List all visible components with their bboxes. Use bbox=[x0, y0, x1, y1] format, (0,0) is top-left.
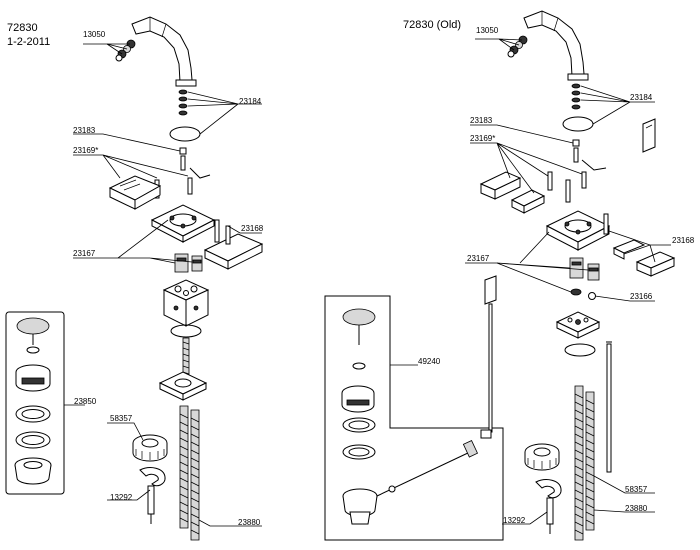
left-label-23167: 23167 bbox=[73, 249, 96, 258]
right-mounting-nut bbox=[524, 443, 560, 471]
right-label-23166: 23166 bbox=[630, 292, 653, 301]
left-label-23168: 23168 bbox=[241, 224, 264, 233]
left-aerator-parts bbox=[115, 39, 136, 62]
right-spout bbox=[523, 10, 589, 81]
right-label-13050: 13050 bbox=[476, 26, 499, 35]
right-supply-hoses bbox=[574, 385, 595, 541]
right-mounting-plate bbox=[545, 210, 611, 251]
left-handle-module-right bbox=[203, 219, 264, 270]
right-label-23167: 23167 bbox=[467, 254, 490, 263]
left-label-23183: 23183 bbox=[73, 126, 96, 135]
right-label-23184: 23184 bbox=[630, 93, 653, 102]
right-label-58357: 58357 bbox=[625, 485, 648, 494]
left-faucet-assembly bbox=[5, 16, 264, 541]
left-screws bbox=[154, 147, 211, 199]
left-mounting-nut bbox=[132, 434, 168, 462]
right-label-23880: 23880 bbox=[625, 504, 648, 513]
left-nut-plate bbox=[158, 371, 208, 401]
right-model-number: 72830 (Old) bbox=[403, 19, 462, 31]
right-label-23183: 23183 bbox=[470, 116, 493, 125]
right-o-rings bbox=[562, 83, 594, 132]
right-handle-module-left bbox=[479, 171, 546, 214]
right-faucet-assembly bbox=[324, 10, 676, 541]
right-label-23168: 23168 bbox=[672, 236, 695, 245]
right-label-23169: 23169* bbox=[470, 134, 496, 143]
right-gasket bbox=[564, 343, 596, 357]
left-spanner-tool bbox=[139, 467, 166, 524]
left-handle-module bbox=[108, 175, 162, 210]
right-drain-inset bbox=[324, 275, 504, 541]
left-label-13292: 13292 bbox=[110, 493, 133, 502]
left-cartridges bbox=[174, 253, 203, 273]
left-label-23850: 23850 bbox=[74, 397, 97, 406]
right-spanner-tool bbox=[535, 479, 562, 534]
right-leader-lines bbox=[390, 38, 671, 525]
left-valve-body bbox=[162, 279, 210, 327]
right-handle-module-right bbox=[603, 213, 676, 277]
left-revision-date: 1-2-2011 bbox=[7, 36, 51, 48]
left-gasket bbox=[170, 324, 202, 338]
left-label-58357: 58357 bbox=[110, 414, 133, 423]
left-leader-lines bbox=[64, 43, 262, 527]
left-label-23169: 23169* bbox=[73, 146, 99, 155]
right-aerator-parts bbox=[507, 35, 528, 58]
left-model-number: 72830 bbox=[7, 22, 38, 34]
right-bracket bbox=[642, 118, 656, 153]
left-label-23184: 23184 bbox=[239, 97, 262, 106]
left-mounting-plate bbox=[150, 204, 216, 243]
left-drain-inset bbox=[5, 311, 65, 495]
right-cartridges bbox=[569, 257, 600, 300]
left-label-23880: 23880 bbox=[238, 518, 261, 527]
left-spout bbox=[131, 16, 197, 87]
left-o-rings bbox=[169, 89, 201, 142]
right-rod bbox=[606, 341, 612, 473]
right-valve-plate bbox=[555, 311, 601, 339]
right-label-13292: 13292 bbox=[503, 516, 526, 525]
left-supply-hoses bbox=[179, 405, 200, 541]
right-screws bbox=[547, 139, 607, 203]
right-label-49240: 49240 bbox=[418, 357, 441, 366]
left-label-13050: 13050 bbox=[83, 30, 106, 39]
